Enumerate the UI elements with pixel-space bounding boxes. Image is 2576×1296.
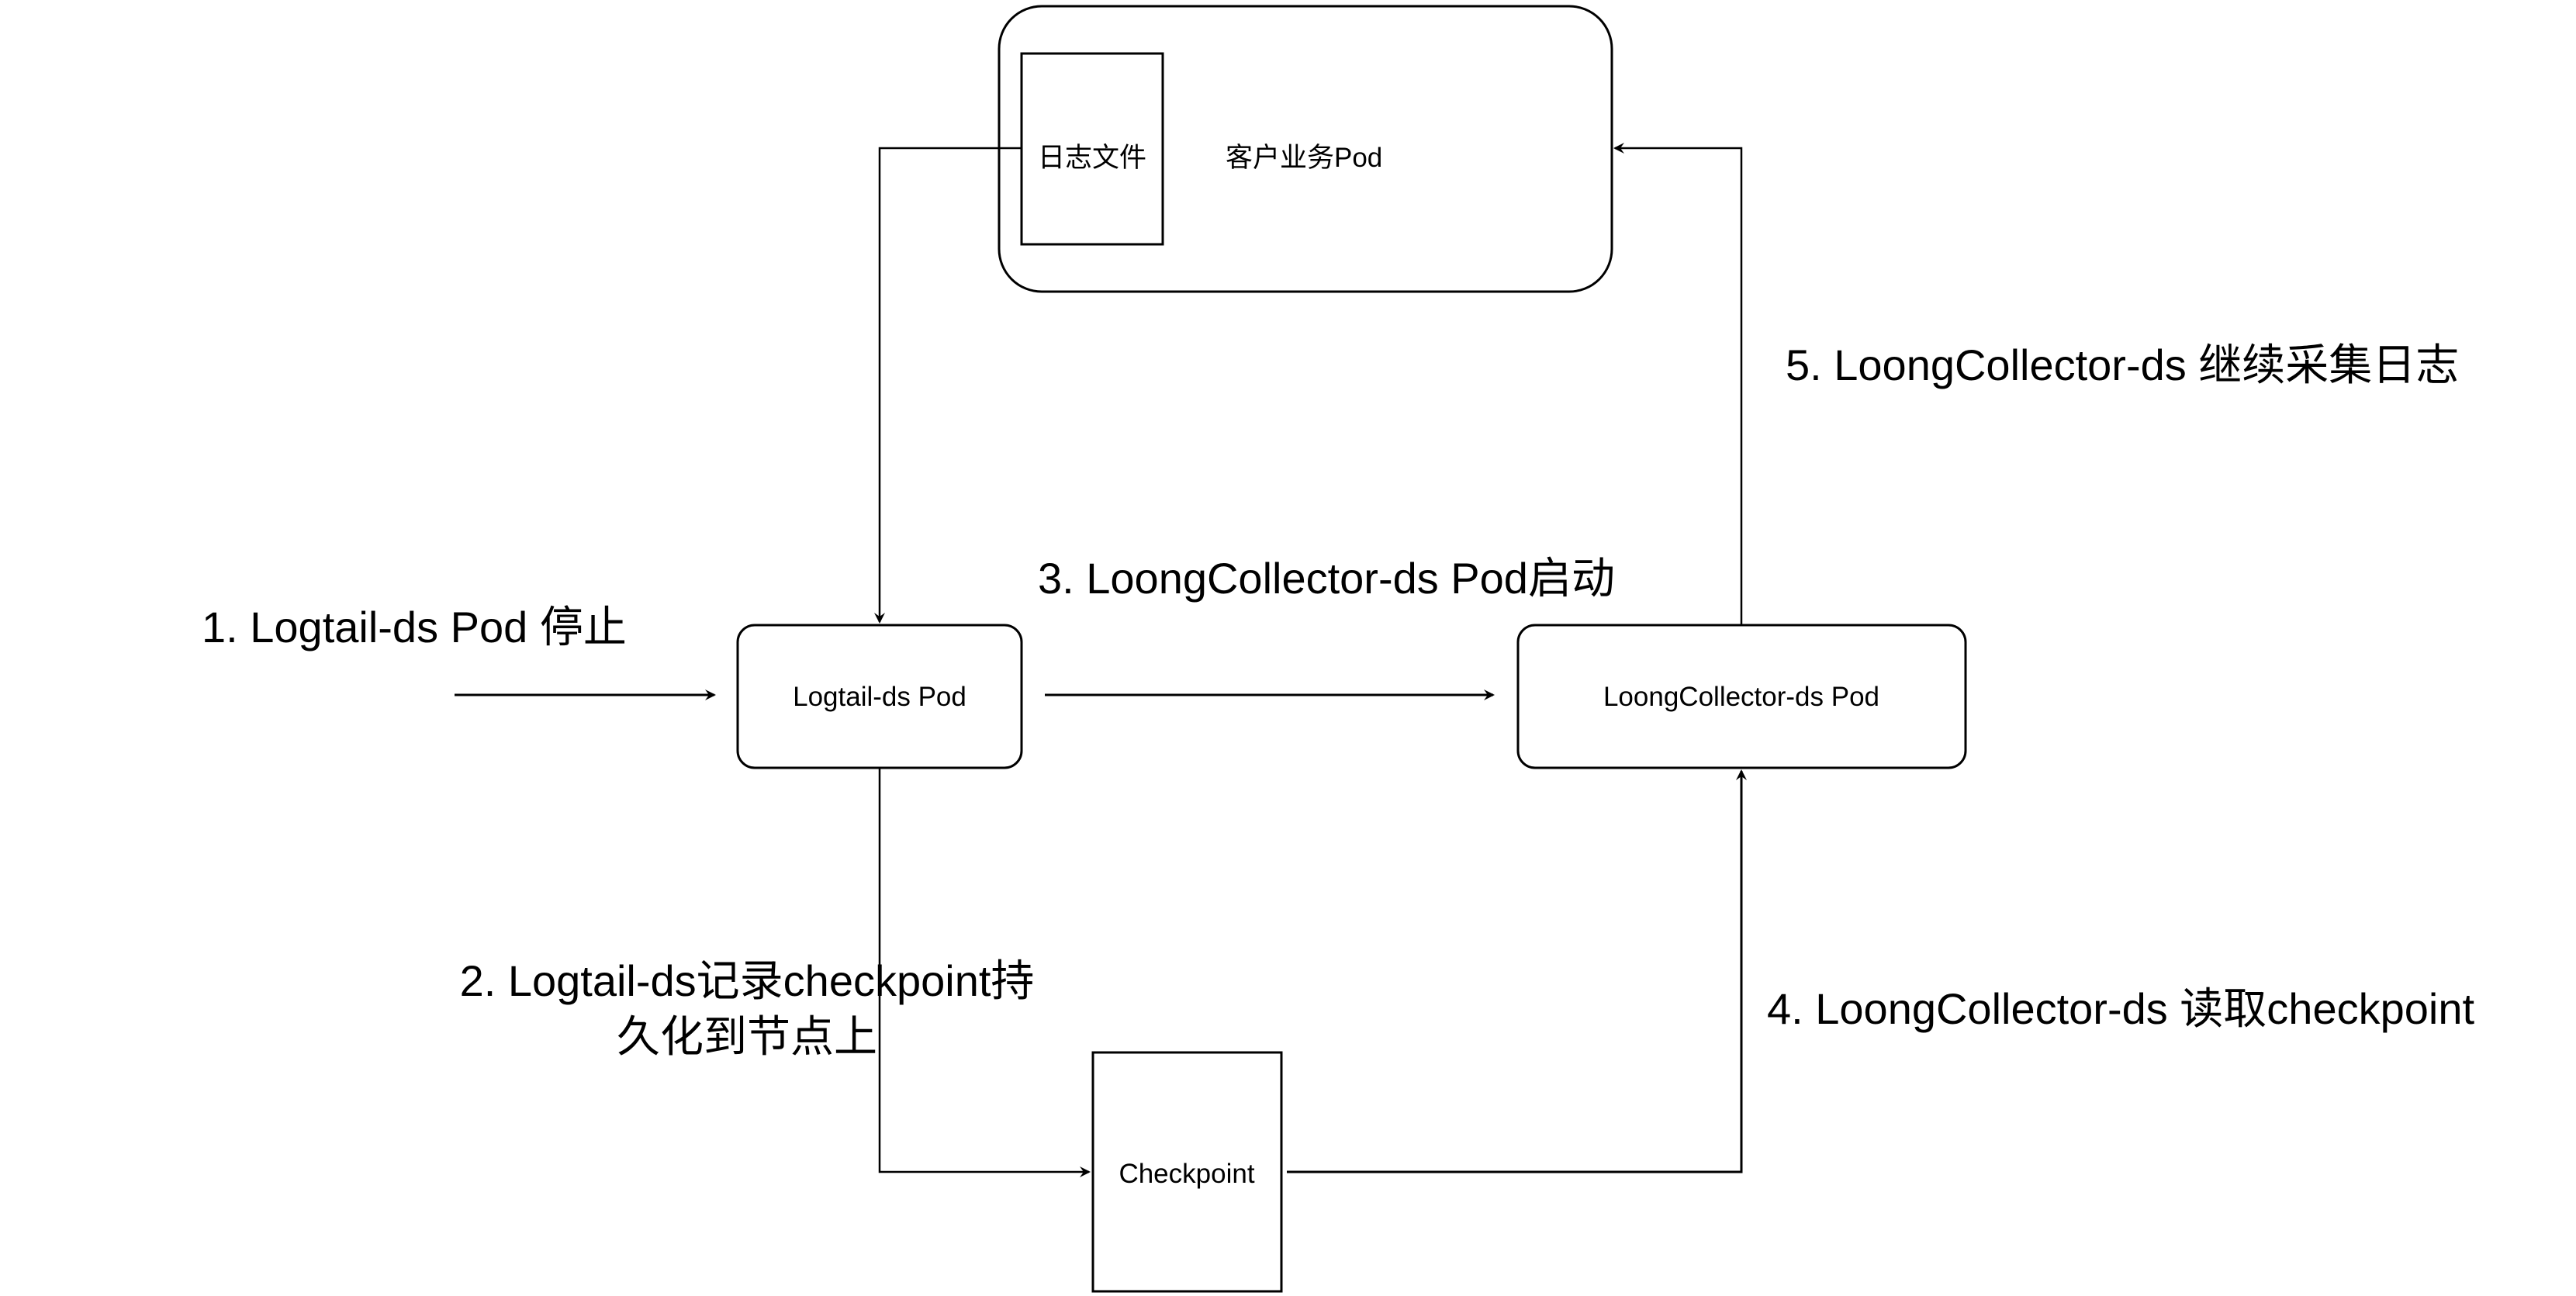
logtail-pod-label: Logtail-ds Pod xyxy=(793,682,966,712)
step-5-label: 5. LoongCollector-ds 继续采集日志 xyxy=(1786,340,2459,389)
customer-pod-label: 客户业务Pod xyxy=(1226,143,1382,173)
edge-logtail-to-checkpoint xyxy=(878,768,1091,1177)
step-2-label-line2: 久化到节点上 xyxy=(617,1012,877,1061)
step-3-label: 3. LoongCollector-ds Pod启动 xyxy=(1038,554,1615,603)
loongcollector-pod-node[interactable]: LoongCollector-ds Pod xyxy=(1516,624,1967,769)
step-1-label: 1. Logtail-ds Pod 停止 xyxy=(202,603,627,651)
log-file-label: 日志文件 xyxy=(1038,143,1146,173)
logtail-pod-node[interactable]: Logtail-ds Pod xyxy=(736,624,1023,769)
edge-logfile-to-logtail xyxy=(874,147,1022,624)
step-2-label-line1: 2. Logtail-ds记录checkpoint持 xyxy=(460,956,1035,1005)
checkpoint-node[interactable]: Checkpoint xyxy=(1091,1051,1283,1293)
log-file-node[interactable]: 日志文件 xyxy=(1020,52,1164,246)
edge-loongcollector-to-customer-pod xyxy=(1613,143,1743,625)
edge-checkpoint-to-loongcollector xyxy=(1287,769,1747,1173)
loongcollector-pod-label: LoongCollector-ds Pod xyxy=(1603,682,1879,712)
step-4-label: 4. LoongCollector-ds 读取checkpoint xyxy=(1767,984,2474,1033)
checkpoint-label: Checkpoint xyxy=(1119,1159,1254,1189)
